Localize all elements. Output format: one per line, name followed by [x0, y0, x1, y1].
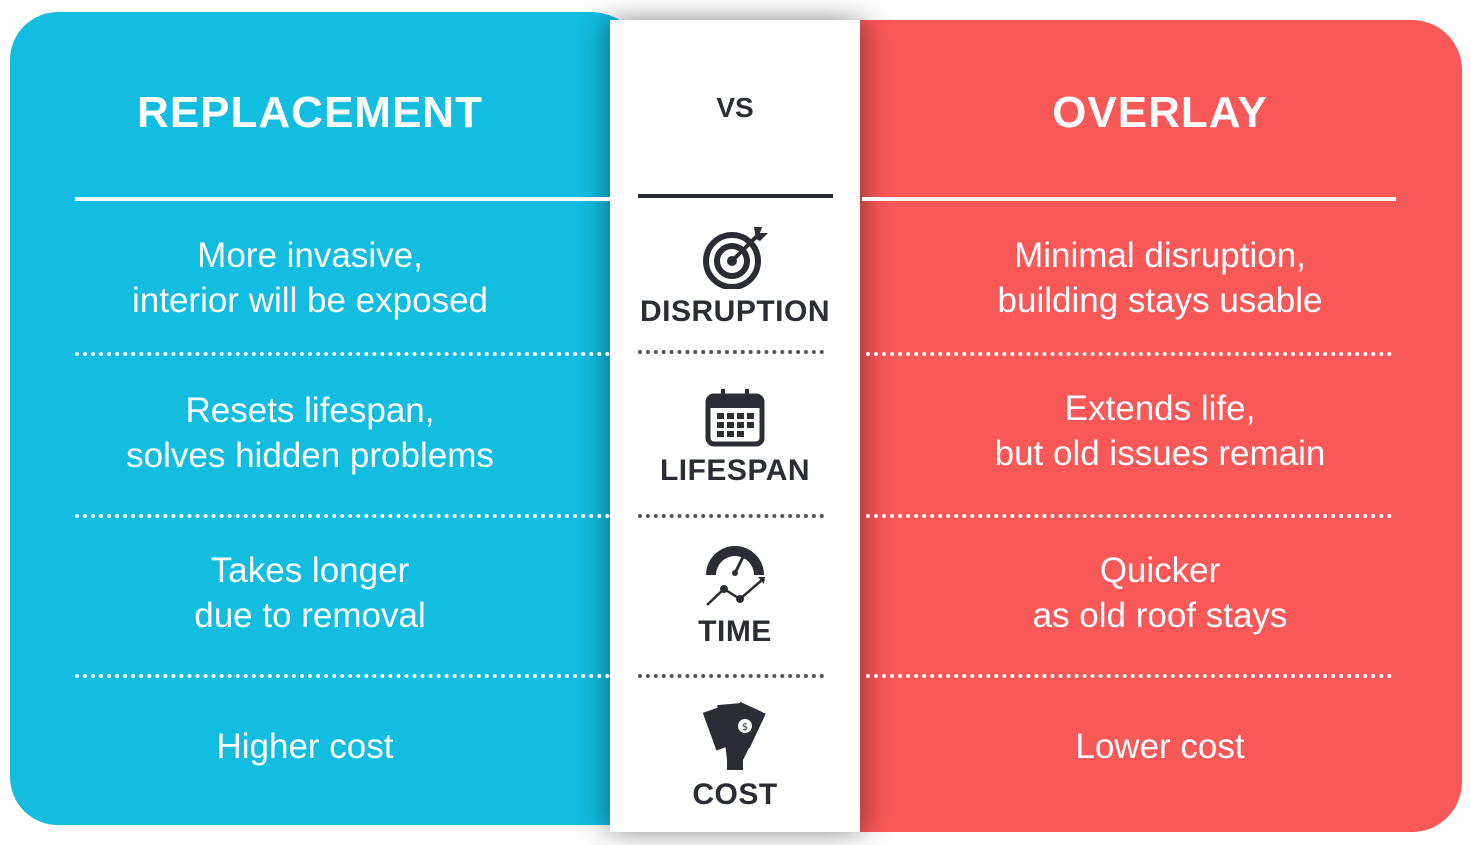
dotted-divider: [75, 514, 610, 518]
overlay-disruption: Minimal disruption, building stays usabl…: [997, 236, 1323, 320]
overlay-time: Quicker as old roof stays: [1032, 551, 1288, 635]
speedometer-icon: [706, 546, 765, 606]
dotted-divider: [638, 674, 824, 678]
replacement-panel: [10, 12, 650, 825]
category-label: COST: [692, 778, 778, 811]
overlay-heading: OVERLAY: [1052, 88, 1268, 137]
category-label: TIME: [698, 615, 772, 648]
category-column: [610, 20, 860, 832]
category-time: TIME: [610, 543, 860, 649]
category-disruption: DISRUPTION: [610, 225, 860, 329]
dotted-divider: [866, 674, 1392, 678]
category-label: LIFESPAN: [659, 454, 811, 487]
vs-label: VS: [716, 92, 754, 123]
dotted-divider: [75, 352, 610, 356]
divider: [75, 197, 610, 201]
target-icon: [703, 227, 768, 289]
dotted-divider: [75, 674, 610, 678]
replacement-time: Takes longer due to removal: [194, 551, 426, 635]
divider: [638, 194, 833, 198]
category-cost: $ COST: [610, 702, 860, 812]
replacement-lifespan: Resets lifespan, solves hidden problems: [126, 391, 494, 475]
money-hand-icon: $: [703, 702, 766, 770]
category-label: DISRUPTION: [639, 295, 830, 328]
replacement-disruption: More invasive, interior will be exposed: [131, 236, 488, 320]
category-lifespan: LIFESPAN: [610, 388, 860, 488]
svg-text:$: $: [742, 722, 748, 733]
dotted-divider: [638, 350, 824, 354]
divider: [862, 197, 1396, 201]
overlay-lifespan: Extends life, but old issues remain: [994, 389, 1326, 473]
overlay-cost: Lower cost: [1075, 727, 1245, 766]
dotted-divider: [638, 514, 824, 518]
calendar-icon: [705, 389, 765, 447]
replacement-heading: REPLACEMENT: [137, 88, 483, 137]
dotted-divider: [866, 352, 1392, 356]
dotted-divider: [866, 514, 1392, 518]
replacement-cost: Higher cost: [216, 727, 394, 766]
overlay-panel: [820, 20, 1462, 832]
